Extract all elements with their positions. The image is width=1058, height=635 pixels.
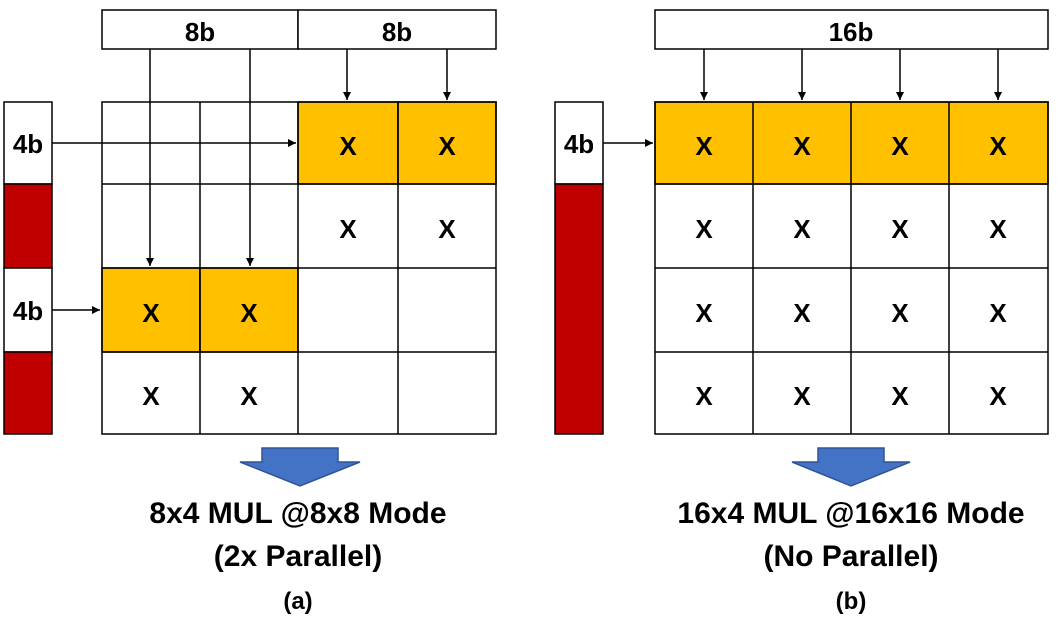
panel-b-side-label: 4b [564, 129, 594, 159]
panel-b-top-label: 16b [829, 17, 874, 47]
panel-a: 8b 8b 4b 4b X X X X [3, 9, 497, 615]
panel-a-cell-mark: X [142, 298, 160, 328]
panel-b-cell-mark: X [793, 381, 811, 411]
panel-b-cell-mark: X [891, 298, 909, 328]
panel-a-cell-mark: X [240, 381, 258, 411]
panel-a-cell-mark: X [339, 131, 357, 161]
panel-a-cell-mark: X [240, 298, 258, 328]
panel-b-cell-mark: X [891, 381, 909, 411]
panel-a-result-arrow-icon [239, 447, 361, 487]
panel-b-sign-block [554, 183, 604, 435]
panel-b-cell-mark: X [989, 381, 1007, 411]
panel-a-top-header: 8b 8b [101, 9, 497, 50]
panel-b-caption-tag: (b) [836, 588, 867, 615]
panel-a-side-label-2: 4b [13, 296, 43, 326]
panel-a-cell-mark: X [438, 131, 456, 161]
panel-a-top-label-2: 8b [382, 17, 412, 47]
panel-b-cell-mark: X [695, 131, 713, 161]
panel-a-cell-mark: X [142, 381, 160, 411]
panel-b-cell-mark: X [695, 381, 713, 411]
panel-b-cell-mark: X [695, 214, 713, 244]
panel-a-top-label-1: 8b [185, 17, 215, 47]
panel-b-cell-mark: X [989, 131, 1007, 161]
panel-a-cell-mark: X [339, 214, 357, 244]
panel-a-cell-mark: X [438, 214, 456, 244]
panel-b: 16b 4b X X X X X X X X X X X [554, 9, 1049, 615]
panel-b-caption-line1: 16x4 MUL @16x16 Mode [677, 497, 1024, 530]
panel-a-caption-line1: 8x4 MUL @8x8 Mode [149, 497, 446, 530]
panel-b-result-arrow-icon [791, 447, 911, 487]
panel-b-cell-mark: X [793, 131, 811, 161]
panel-b-cell-mark: X [891, 214, 909, 244]
panel-b-caption-line2: (No Parallel) [763, 540, 938, 573]
panel-a-grid: X X X X X X X X [101, 101, 497, 435]
panel-a-arrows [52, 49, 451, 314]
panel-a-side-label-1: 4b [13, 129, 43, 159]
panel-b-grid: X X X X X X X X X X X X X X X X [654, 101, 1049, 435]
panel-b-side-bar: 4b [554, 101, 604, 435]
panel-a-side-bar: 4b 4b [3, 101, 53, 435]
panel-b-cell-mark: X [793, 214, 811, 244]
panel-b-cell-mark: X [695, 298, 713, 328]
panel-a-sign-block-1 [3, 183, 53, 269]
panel-b-top-header: 16b [654, 9, 1049, 50]
panel-a-caption-line2: (2x Parallel) [214, 540, 382, 573]
panel-b-cell-mark: X [989, 214, 1007, 244]
panel-a-caption-tag: (a) [283, 588, 312, 615]
panel-b-cell-mark: X [989, 298, 1007, 328]
panel-b-arrows [603, 49, 1002, 147]
panel-a-sign-block-2 [3, 351, 53, 435]
panel-b-cell-mark: X [891, 131, 909, 161]
panel-b-cell-mark: X [793, 298, 811, 328]
